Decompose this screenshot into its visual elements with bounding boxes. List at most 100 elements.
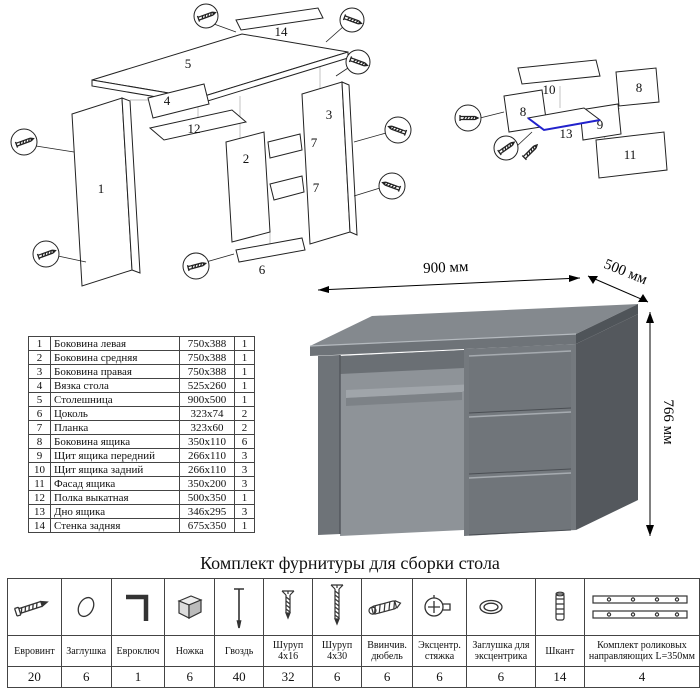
part-name: Цоколь bbox=[50, 406, 180, 421]
part-name: Боковина правая bbox=[50, 364, 180, 379]
part-label: 7 bbox=[313, 180, 320, 195]
part-number: 2 bbox=[28, 350, 51, 365]
assembly-diagram: 14 5 1 4 12 bbox=[10, 3, 668, 287]
part-name: Столешница bbox=[50, 392, 180, 407]
part-number: 6 bbox=[28, 406, 51, 421]
part-label: 12 bbox=[188, 121, 201, 136]
hardware-qty: 4 bbox=[583, 666, 700, 688]
desk-top bbox=[310, 304, 638, 346]
part-size: 500x350 bbox=[179, 490, 235, 505]
part-size: 525x260 bbox=[179, 378, 235, 393]
hardware-name: Эксцентр. стяжка bbox=[412, 635, 467, 667]
drawer-side-right: 8 bbox=[615, 67, 660, 107]
part-label: 13 bbox=[560, 126, 573, 141]
hardware-name: Шуруп 4х30 bbox=[312, 635, 363, 667]
hardware-callouts bbox=[10, 3, 412, 280]
part-stretcher: 4 bbox=[147, 83, 210, 119]
part-number: 1 bbox=[28, 336, 51, 351]
part-label: 6 bbox=[259, 262, 266, 277]
hardware-qty: 6 bbox=[312, 666, 363, 688]
part-qty: 1 bbox=[234, 350, 255, 365]
part-qty: 1 bbox=[234, 490, 255, 505]
part-size: 350x200 bbox=[179, 476, 235, 491]
part-number: 11 bbox=[28, 476, 51, 491]
desk-top-front-edge bbox=[310, 334, 576, 356]
part-name: Щит ящика передний bbox=[50, 448, 180, 463]
part-size: 675x350 bbox=[179, 518, 235, 533]
part-right-side: 3 bbox=[301, 81, 358, 245]
part-plinth: 6 bbox=[235, 237, 306, 277]
hardware-name: Заглушка bbox=[60, 635, 112, 667]
drawer-slides-icon bbox=[592, 595, 688, 619]
part-qty: 1 bbox=[234, 364, 255, 379]
table-row: 5 Столешница 900x500 1 bbox=[28, 392, 255, 407]
part-size: 750x388 bbox=[179, 336, 235, 351]
part-name: Полка выкатная bbox=[50, 490, 180, 505]
part-qty: 3 bbox=[234, 462, 255, 477]
arrowhead-icon bbox=[638, 294, 648, 302]
hardware-name: Комплект роликовых направляющих L=350мм bbox=[583, 635, 700, 667]
bottom-highlight-line bbox=[527, 117, 601, 132]
part-number: 14 bbox=[28, 518, 51, 533]
hardware-names-row: Евровинт Заглушка Евроключ Ножка Гвоздь … bbox=[7, 635, 700, 667]
parts-table: 1 Боковина левая 750x388 1 2 Боковина ср… bbox=[28, 336, 255, 533]
part-size: 350x110 bbox=[179, 434, 235, 449]
part-name: Фасад ящика bbox=[50, 476, 180, 491]
part-size: 750x388 bbox=[179, 364, 235, 379]
hardware-qty: 6 bbox=[412, 666, 467, 688]
part-name: Боковина ящика bbox=[50, 434, 180, 449]
part-size: 266x110 bbox=[179, 462, 235, 477]
part-keyboard-shelf: 12 bbox=[148, 109, 248, 141]
part-label: 11 bbox=[624, 147, 637, 162]
dowel-screw-icon bbox=[368, 599, 402, 615]
table-row: 3 Боковина правая 750x388 1 bbox=[28, 364, 255, 379]
dowel-pin-icon bbox=[555, 591, 565, 621]
part-size: 900x500 bbox=[179, 392, 235, 407]
desk-inner-shadow bbox=[340, 350, 464, 374]
part-qty: 3 bbox=[234, 476, 255, 491]
keyboard-tray-top bbox=[346, 384, 476, 398]
part-label: 1 bbox=[98, 181, 105, 196]
drawer-back: 10 bbox=[517, 59, 601, 97]
drawer-exploded-view: 10 8 8 9 13 11 bbox=[454, 59, 668, 179]
cam-cap-icon bbox=[479, 599, 503, 615]
part-size: 266x110 bbox=[179, 448, 235, 463]
part-label: 9 bbox=[597, 117, 604, 132]
part-number: 8 bbox=[28, 434, 51, 449]
drawer-facade: 11 bbox=[595, 131, 668, 179]
table-row: 2 Боковина средняя 750x388 1 bbox=[28, 350, 255, 365]
part-left-side: 1 bbox=[71, 97, 141, 287]
screw-16-icon bbox=[281, 590, 295, 620]
drawer-hardware-callouts bbox=[454, 104, 540, 161]
part-label: 10 bbox=[543, 82, 556, 97]
part-qty: 1 bbox=[234, 392, 255, 407]
hardware-name: Гвоздь bbox=[214, 635, 265, 667]
table-row: 1 Боковина левая 750x388 1 bbox=[28, 336, 255, 351]
part-label: 8 bbox=[636, 80, 643, 95]
screw-30-icon bbox=[330, 584, 344, 626]
arrowhead-icon bbox=[646, 312, 654, 323]
part-label: 2 bbox=[243, 151, 250, 166]
part-label: 5 bbox=[185, 56, 192, 71]
desk-left-leg bbox=[318, 355, 340, 535]
hardware-qty: 6 bbox=[164, 666, 216, 688]
drawer-bottom: 13 bbox=[526, 107, 602, 141]
arrowhead-icon bbox=[646, 525, 654, 536]
width-label: 900 мм bbox=[423, 259, 469, 277]
part-qty: 1 bbox=[234, 336, 255, 351]
hardware-name: Шуруп 4х16 bbox=[263, 635, 314, 667]
nail-icon bbox=[234, 588, 245, 629]
hardware-qty-row: 20 6 1 6 40 32 6 6 6 6 14 4 bbox=[7, 666, 700, 688]
height-label: 766 мм bbox=[660, 399, 676, 445]
table-row: 14 Стенка задняя 675x350 1 bbox=[28, 518, 255, 533]
euroscrew-icon bbox=[13, 600, 49, 617]
part-size: 346x295 bbox=[179, 504, 235, 519]
hardware-name: Ножка bbox=[164, 635, 216, 667]
part-number: 7 bbox=[28, 420, 51, 435]
hardware-qty: 6 bbox=[60, 666, 112, 688]
table-row: 4 Вязка стола 525x260 1 bbox=[28, 378, 255, 393]
hardware-name: Ввинчив. дюбель bbox=[361, 635, 414, 667]
table-row: 6 Цоколь 323x74 2 bbox=[28, 406, 255, 421]
table-row: 8 Боковина ящика 350x110 6 bbox=[28, 434, 255, 449]
